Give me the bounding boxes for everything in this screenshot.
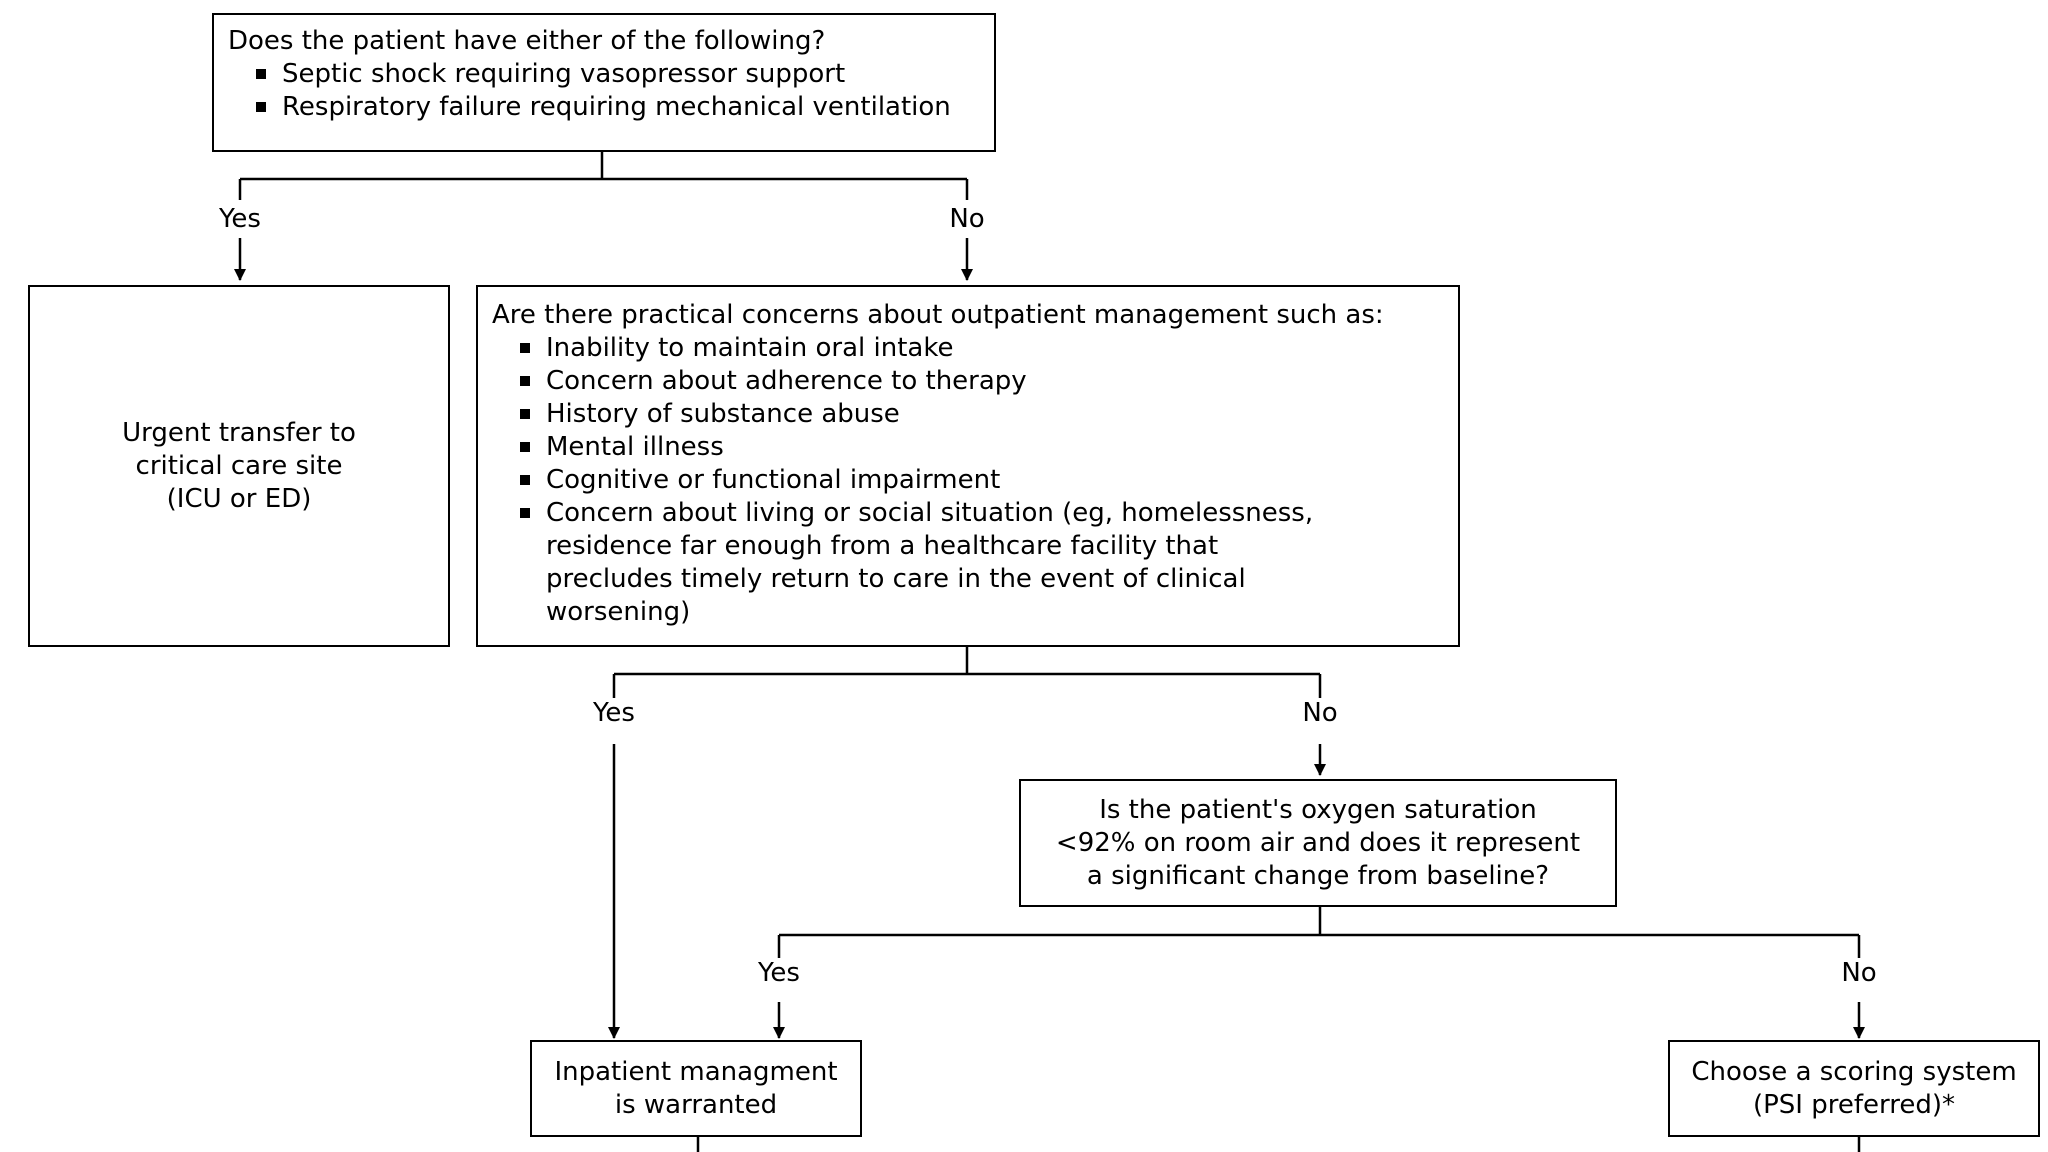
q3-yes-label: Yes bbox=[755, 958, 803, 988]
scoring-box: Choose a scoring system (PSI preferred)* bbox=[1668, 1040, 2040, 1137]
urgent-line: (ICU or ED) bbox=[166, 483, 312, 514]
q1-yes-label: Yes bbox=[216, 204, 264, 234]
q1-branch-line bbox=[238, 152, 969, 200]
q1-bullet: Septic shock requiring vasopressor suppo… bbox=[256, 58, 980, 91]
q2-bullet: Concern about living or social situation… bbox=[520, 497, 1444, 629]
q1-box: Does the patient have either of the foll… bbox=[212, 13, 996, 152]
q2-bullet: Cognitive or functional impairment bbox=[520, 464, 1444, 497]
q2-bullet: Concern about adherence to therapy bbox=[520, 365, 1444, 398]
q2-bullet: Inability to maintain oral intake bbox=[520, 332, 1444, 365]
urgent-line: Urgent transfer to bbox=[122, 417, 356, 448]
q1-question: Does the patient have either of the foll… bbox=[228, 26, 826, 56]
q2-bullet: Mental illness bbox=[520, 431, 1444, 464]
q3-no-label: No bbox=[1838, 958, 1880, 988]
q3-line: a significant change from baseline? bbox=[1086, 860, 1550, 891]
q3-branch-line bbox=[777, 907, 1861, 958]
q1-no-label: No bbox=[946, 204, 988, 234]
q2-yes-label: Yes bbox=[590, 698, 638, 728]
q3-line: <92% on room air and does it represent bbox=[1055, 827, 1581, 858]
q2-no-label: No bbox=[1299, 698, 1341, 728]
q1-bullet-list: Septic shock requiring vasopressor suppo… bbox=[228, 58, 980, 124]
urgent-line: critical care site bbox=[135, 450, 343, 481]
scoring-line: (PSI preferred)* bbox=[1752, 1089, 1956, 1120]
q2-bullet-list: Inability to maintain oral intake Concer… bbox=[492, 332, 1444, 629]
q3-box: Is the patient's oxygen saturation <92% … bbox=[1019, 779, 1617, 907]
scoring-line: Choose a scoring system bbox=[1691, 1056, 2017, 1087]
q2-question: Are there practical concerns about outpa… bbox=[492, 300, 1384, 330]
q2-box: Are there practical concerns about outpa… bbox=[476, 285, 1460, 647]
inpatient-line: Inpatient managment bbox=[554, 1056, 838, 1087]
q2-branch-line bbox=[612, 647, 1322, 698]
inpatient-line: is warranted bbox=[614, 1089, 778, 1120]
urgent-transfer-box: Urgent transfer to critical care site (I… bbox=[28, 285, 450, 647]
q2-bullet: History of substance abuse bbox=[520, 398, 1444, 431]
inpatient-box: Inpatient managment is warranted bbox=[530, 1040, 862, 1137]
q1-bullet: Respiratory failure requiring mechanical… bbox=[256, 91, 980, 124]
q3-line: Is the patient's oxygen saturation bbox=[1099, 794, 1537, 825]
